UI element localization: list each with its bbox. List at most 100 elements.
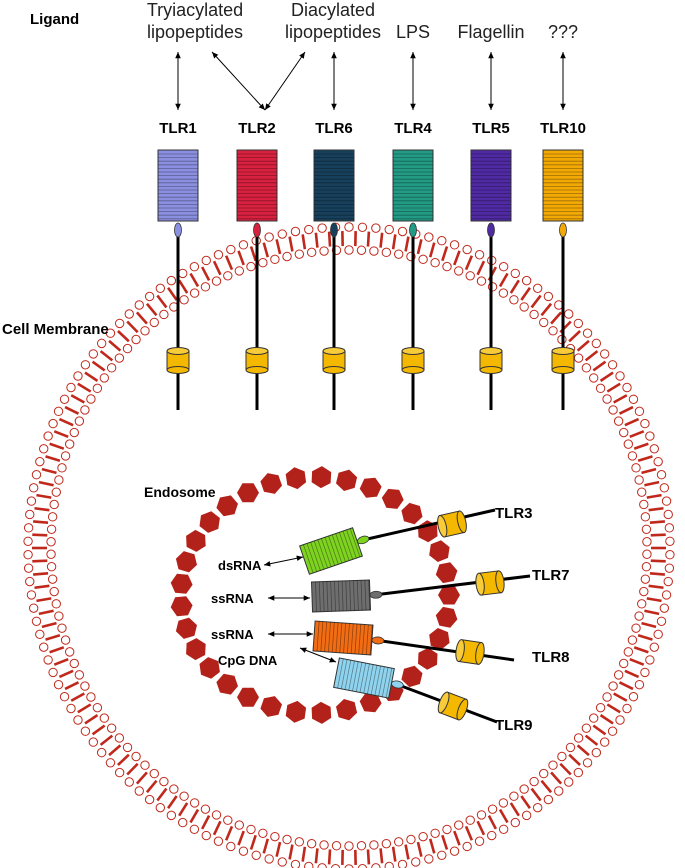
lipid-head [599,349,610,359]
lipid-head [69,427,79,438]
lipid-head [344,245,354,255]
lipid-head [539,317,549,328]
lipid-tail [108,339,122,352]
endosome-hexagon [199,657,220,679]
lipid-head [80,360,91,370]
lipid-head [304,224,314,235]
lipid-tail [637,455,653,462]
lrr-stripe [369,624,373,655]
lipid-tail [550,771,563,785]
lrr-stripe [355,662,363,692]
lipid-head [189,798,200,808]
lipid-head [53,679,64,690]
lipid-head [234,266,244,276]
lipid-head [454,820,464,830]
endosome-hexagon [311,466,332,489]
lipid-head [200,282,211,292]
lipid-tail [464,255,474,271]
lrr-stripe [326,581,329,612]
lipid-head [659,483,670,493]
lipid-head [582,328,593,338]
lipid-head [43,655,53,665]
lipid-head [582,758,593,768]
lipid-head [31,469,42,480]
lipid-tail [99,734,114,746]
ectodomain [299,527,363,575]
lrr-stripe [327,622,331,653]
tir-domain-top [479,347,503,355]
lipid-tail [249,246,257,262]
lipid-tail [644,609,660,616]
lipid-head [640,418,650,429]
lipid-tail [540,302,553,317]
lipid-head [437,850,447,860]
lipid-tail [45,455,61,462]
ligand-label: LPS [396,22,430,42]
lipid-head [430,828,440,838]
lipid-head [640,667,650,678]
receptor-tlr9 [333,657,498,724]
lipid-tail [576,339,590,352]
lipid-head [294,249,305,259]
lipid-head [169,784,179,794]
lipid-head [28,483,39,493]
lipid-head [663,576,673,587]
arrow-tlr2-tri [211,51,266,111]
lipid-tail [36,493,52,499]
lipid-head [381,247,392,258]
lipid-head [282,251,292,262]
lrr-stripe [354,623,358,654]
lipid-head [589,713,599,723]
lrr-stripe [346,623,350,654]
lipid-head [437,236,447,246]
lipid-head [114,318,125,329]
endo-ligand-label: ssRNA [211,591,254,606]
tlr-label: TLR8 [532,649,570,666]
lipid-head [476,810,487,820]
lipid-head [371,223,381,233]
tir-domain-group [475,570,505,596]
lipid-tail [391,234,397,250]
endo-ligand-label: ssRNA [211,627,254,642]
lipid-tail [428,242,436,258]
lipid-tail [91,360,106,372]
lipid-head [47,574,58,584]
lipid-head [649,444,659,454]
tir-domain-end [475,642,485,665]
lipid-tail [530,787,542,802]
lipid-head [92,383,103,394]
lipid-tail [53,657,69,666]
linker-domain [409,222,417,238]
lipid-tail [126,320,139,334]
lipid-head [615,715,625,725]
tir-domain-group [437,510,467,538]
lipid-head [581,363,592,373]
lipid-head [59,394,70,404]
ectodomain [236,149,278,222]
lipid-head [189,262,200,272]
lrr-stripe [331,534,343,564]
lipid-head [665,550,675,560]
endosome-ligand-arrows [263,555,337,663]
lipid-tail [404,236,410,252]
lipid-head [264,232,274,242]
ligand-labels: Tryiacylated lipopeptides Diacylated lip… [147,0,578,42]
linker-domain [330,222,338,238]
lipid-tail [117,753,130,766]
lipid-head [369,840,379,850]
lipid-head [664,523,675,533]
lipid-head [134,786,144,796]
lrr-stripe [337,581,340,612]
endosome-label: Endosome [144,484,216,500]
lipid-head [639,586,649,597]
lipid-tail [568,330,581,343]
lipid-head [653,629,663,640]
receptor-tlr4 [392,149,434,410]
lipid-head [223,815,233,825]
lipid-head [619,658,629,669]
lipid-head [264,854,274,864]
lipid-head [573,733,584,743]
lipid-head [595,383,606,394]
endosome-hexagon [336,469,358,491]
lipid-head [418,254,428,265]
